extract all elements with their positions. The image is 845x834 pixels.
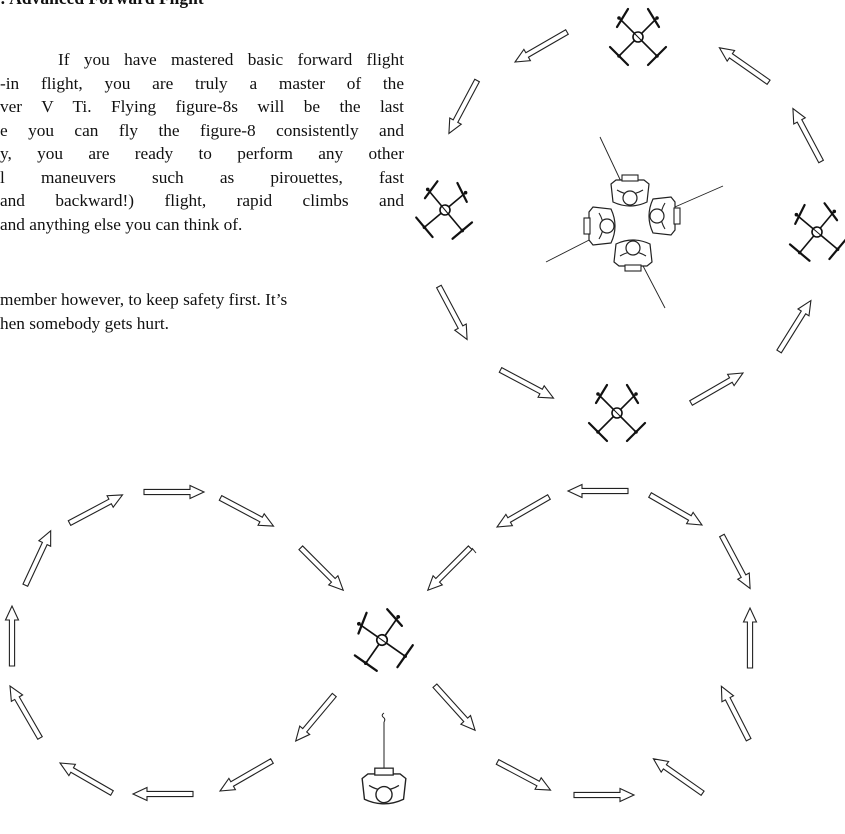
loop-arrow [494, 756, 553, 796]
loop-arrow [650, 753, 707, 798]
loop-arrow [133, 788, 193, 801]
pilot-east [649, 197, 680, 235]
figure-eight-diagram [4, 485, 756, 804]
orientation-diagram [415, 9, 845, 441]
quadcopter-bottom [589, 385, 645, 441]
quadcopter-top [610, 9, 666, 65]
circle-arrow [512, 26, 570, 67]
loop-arrow [217, 492, 276, 532]
pilot-south [614, 240, 652, 271]
loop-arrow [217, 755, 275, 796]
loop-arrow [430, 681, 480, 734]
quadcopter-crossing [348, 606, 416, 674]
loop-arrow [66, 489, 125, 529]
loop-arrow [647, 489, 705, 530]
loop-arrow [144, 486, 204, 499]
loop-arrow [574, 789, 634, 802]
circle-arrow [787, 105, 827, 164]
circle-arrow [716, 42, 773, 87]
pilot-cluster [546, 137, 723, 308]
quadcopter-right [787, 202, 845, 263]
circle-arrow [774, 297, 817, 355]
circle-arrow [433, 283, 473, 342]
loop-arrow [716, 683, 755, 742]
circle-arrow [443, 77, 483, 136]
tick-mark [472, 548, 476, 553]
loop-arrow [744, 608, 757, 668]
circle-arrow [688, 367, 746, 408]
loop-arrow [296, 543, 348, 595]
pilot-bottom [362, 713, 406, 804]
loop-arrow [423, 543, 475, 595]
loop-arrow [716, 532, 756, 591]
pilot-west [584, 207, 615, 245]
loop-arrow [4, 683, 45, 741]
pilot-north [611, 175, 649, 206]
loop-arrow [568, 485, 628, 498]
loop-arrow [6, 606, 19, 666]
circle-arrow [497, 364, 556, 404]
loop-arrow [57, 757, 115, 798]
quadcopter-left [415, 180, 476, 241]
loop-arrow [291, 691, 340, 745]
loop-arrow [494, 491, 552, 532]
loop-arrow [19, 528, 56, 588]
